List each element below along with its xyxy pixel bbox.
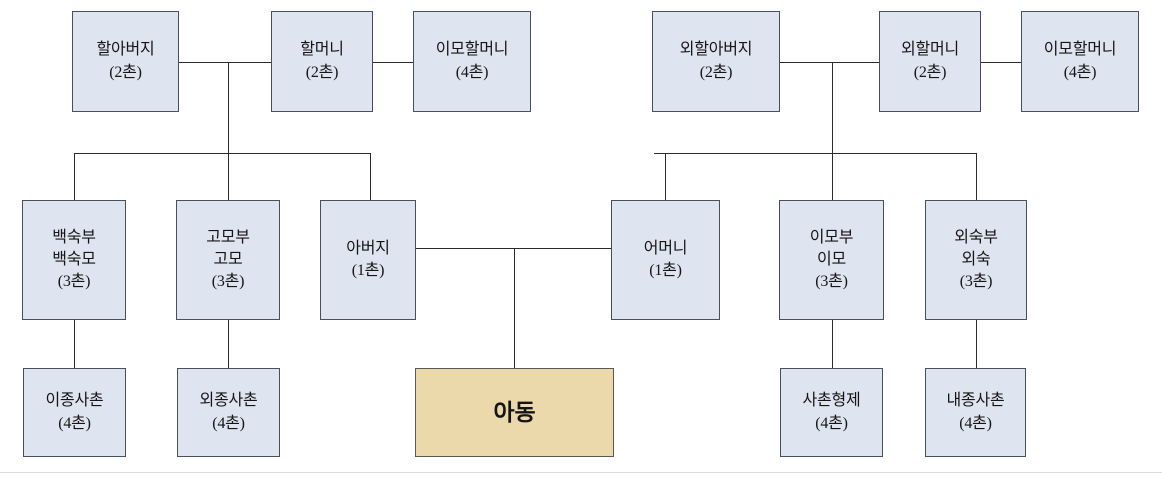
node-mother-line-1: (1촌) <box>649 262 682 279</box>
node-maternal-grandfather-line-0: 외할아버지 <box>679 41 753 59</box>
node-cousin-naejong-line-1: (4촌) <box>959 414 992 432</box>
node-grandaunt-paternal[interactable]: 이모할머니 (4촌) <box>413 11 531 112</box>
node-aunt-maternal-line-2: (3촌) <box>815 273 848 291</box>
connector-aunt-maternal-to-cousin <box>832 320 833 368</box>
connector-paternal-drop <box>228 62 229 154</box>
node-grandfather-line-0: 할아버지 <box>96 41 155 59</box>
connector-parents-marriage <box>415 248 611 249</box>
connector-maternal-marriage <box>780 62 880 63</box>
node-mother[interactable]: 어머니 (1촌) <box>611 200 720 320</box>
connector-to-child <box>514 248 515 368</box>
connector-to-uncle-maternal <box>976 153 977 200</box>
node-maternal-grandmother[interactable]: 외할머니 (2촌) <box>879 11 981 112</box>
node-father[interactable]: 아버지 (1촌) <box>320 200 416 320</box>
connector-to-father <box>370 153 371 200</box>
node-cousin-ijong-line-1: (4촌) <box>58 414 91 432</box>
node-grandaunt-maternal-line-1: (4촌) <box>1063 63 1097 81</box>
node-maternal-grandmother-line-1: (2촌) <box>913 63 947 81</box>
connector-paternal-grandaunt <box>372 62 414 63</box>
node-cousin-ijong-line-0: 이종사촌 <box>45 392 104 410</box>
node-aunt-paternal[interactable]: 고모부 고모 (3촌) <box>176 200 280 320</box>
node-grandaunt-paternal-line-0: 이모할머니 <box>435 41 509 59</box>
connector-uncle-maternal-to-cousin <box>976 320 977 368</box>
node-maternal-grandfather[interactable]: 외할아버지 (2촌) <box>652 11 780 112</box>
connector-aunt-paternal-to-cousin <box>228 320 229 368</box>
node-aunt-maternal-line-0: 이모부 <box>809 228 854 246</box>
node-cousin-sachon[interactable]: 사촌형제 (4촌) <box>780 368 883 457</box>
node-father-line-1: (1촌) <box>351 262 385 279</box>
node-grandfather-line-1: (2촌) <box>109 63 142 81</box>
node-uncle-maternal-line-1: 외숙 <box>961 250 991 268</box>
node-maternal-grandfather-line-1: (2촌) <box>699 63 733 81</box>
connector-uncle-paternal-to-cousin <box>74 320 75 368</box>
node-grandfather[interactable]: 할아버지 (2촌) <box>72 11 179 112</box>
node-child-label: 아동 <box>493 399 536 425</box>
node-uncle-maternal-line-0: 외숙부 <box>954 228 998 246</box>
footer-divider <box>0 472 1162 473</box>
node-mother-line-0: 어머니 <box>643 239 688 257</box>
connector-to-aunt-paternal <box>228 153 229 200</box>
node-uncle-maternal[interactable]: 외숙부 외숙 (3촌) <box>925 200 1027 320</box>
node-grandmother-line-0: 할머니 <box>300 41 344 59</box>
node-father-line-0: 아버지 <box>346 239 390 257</box>
connector-to-uncle-paternal <box>74 153 75 200</box>
connector-maternal-sibling-bus <box>654 153 977 154</box>
node-cousin-sachon-line-0: 사촌형제 <box>802 392 861 410</box>
node-aunt-maternal[interactable]: 이모부 이모 (3촌) <box>779 200 884 320</box>
connector-maternal-grandaunt <box>980 62 1022 63</box>
connector-paternal-sibling-bus <box>74 153 370 154</box>
node-uncle-paternal-line-0: 백숙부 <box>52 228 96 246</box>
node-cousin-sachon-line-1: (4촌) <box>815 414 848 432</box>
connector-to-mother <box>665 153 666 200</box>
node-child[interactable]: 아동 <box>415 368 614 457</box>
node-cousin-oejong-line-1: (4촌) <box>212 414 245 432</box>
node-aunt-maternal-line-1: 이모 <box>816 250 847 268</box>
node-uncle-paternal[interactable]: 백숙부 백숙모 (3촌) <box>22 200 126 320</box>
node-aunt-paternal-line-2: (3촌) <box>211 273 245 291</box>
node-cousin-oejong-line-0: 외종사촌 <box>199 392 258 410</box>
node-grandaunt-maternal[interactable]: 이모할머니 (4촌) <box>1021 11 1139 112</box>
node-grandmother-line-1: (2촌) <box>305 63 339 81</box>
connector-to-aunt-maternal <box>832 153 833 200</box>
node-uncle-paternal-line-1: 백숙모 <box>52 250 96 268</box>
node-cousin-naejong-line-0: 내종사촌 <box>946 392 1005 410</box>
node-cousin-naejong[interactable]: 내종사촌 (4촌) <box>925 368 1026 457</box>
node-grandaunt-paternal-line-1: (4촌) <box>455 63 489 81</box>
node-uncle-maternal-line-2: (3촌) <box>959 273 993 291</box>
node-aunt-paternal-line-1: 고모 <box>213 250 243 268</box>
node-cousin-ijong[interactable]: 이종사촌 (4촌) <box>23 368 126 457</box>
node-cousin-oejong[interactable]: 외종사촌 (4촌) <box>177 368 280 457</box>
connector-paternal-marriage <box>178 62 272 63</box>
node-maternal-grandmother-line-0: 외할머니 <box>900 41 960 59</box>
connector-maternal-drop <box>832 62 833 154</box>
node-grandmother[interactable]: 할머니 (2촌) <box>271 11 373 112</box>
node-aunt-paternal-line-0: 고모부 <box>206 228 250 246</box>
node-uncle-paternal-line-2: (3촌) <box>57 273 91 291</box>
node-grandaunt-maternal-line-0: 이모할머니 <box>1043 41 1117 59</box>
